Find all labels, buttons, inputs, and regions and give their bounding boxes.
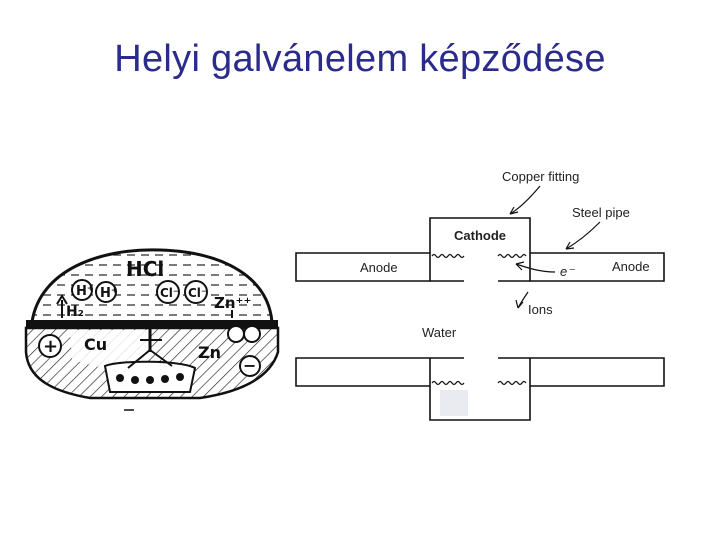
- electron-arrowhead: [515, 261, 525, 271]
- anode-left-label: Anode: [360, 260, 398, 275]
- steel-pipe-arrowhead: [565, 241, 575, 250]
- cl-ion-label: Cl⁻: [188, 286, 207, 300]
- ions-arrowhead: [515, 299, 524, 309]
- cl-ion-circle: [184, 280, 208, 304]
- pipe-corrosion-diagram: Copper fitting Steel pipe Cathode Anode …: [295, 169, 665, 421]
- steel-pipe-label: Steel pipe: [572, 205, 630, 220]
- copper-fitting-arrowhead: [509, 206, 519, 215]
- copper-fitting-top: [429, 217, 531, 253]
- h-ion-circle: [71, 279, 93, 301]
- electron-dot: [161, 375, 169, 383]
- fitting-shading: [440, 390, 468, 416]
- steel-pipe-upper-right: [529, 252, 665, 282]
- negative-terminal: [243, 325, 261, 343]
- ions-label: Ions: [528, 302, 553, 317]
- cathode-label: Cathode: [454, 228, 506, 243]
- thread-top: [431, 253, 527, 259]
- electron-dot: [131, 376, 139, 384]
- cu-zn-boundary: [127, 349, 173, 369]
- hcl-label: HCl: [126, 257, 164, 281]
- h-ion-label: H⁺: [100, 286, 118, 301]
- thread-bottom: [431, 380, 527, 386]
- acid-droplet: [30, 248, 274, 324]
- fitting-gap: [464, 358, 498, 386]
- electron-arrow: [515, 263, 556, 273]
- anode-right-label: Anode: [612, 259, 650, 274]
- copper-label: Cu: [84, 335, 107, 354]
- zinc-label: Zn: [198, 343, 221, 362]
- negative-terminal-label: −: [243, 356, 256, 375]
- h-ion-label: H⁺: [76, 284, 94, 299]
- steel-pipe-lower-right: [529, 357, 665, 387]
- water-label: Water: [422, 325, 457, 340]
- h-ion-circle: [95, 281, 117, 303]
- positive-terminal-label: +: [43, 336, 58, 357]
- cl-ion-label: Cl⁻: [160, 286, 179, 300]
- h2-label: H₂: [66, 304, 84, 320]
- page-title: Helyi galvánelem képződése: [114, 38, 606, 80]
- electron-dot: [176, 373, 184, 381]
- steel-pipe-lower-left: [295, 357, 431, 387]
- fitting-gap: [464, 253, 498, 281]
- steel-pipe-leader: [565, 221, 601, 250]
- electron-dot: [146, 376, 154, 384]
- electron-dot: [116, 374, 124, 382]
- negative-terminal: [227, 325, 245, 343]
- local-cell-diagram: H⁺ H⁺ Cl⁻ Cl⁻ HCl H₂ Zn⁺⁺ + − Cu Zn: [24, 248, 280, 411]
- cl-ion-circle: [156, 280, 180, 304]
- metal-surface: [26, 320, 278, 328]
- h2-arrow: [56, 294, 68, 305]
- positive-terminal: [38, 334, 62, 358]
- electron-label: e⁻: [560, 264, 575, 279]
- negative-terminal: [239, 355, 261, 377]
- copper-fitting-label: Copper fitting: [502, 169, 579, 184]
- zn-ion-label: Zn⁺⁺: [214, 294, 251, 312]
- copper-fitting-leader: [509, 185, 541, 215]
